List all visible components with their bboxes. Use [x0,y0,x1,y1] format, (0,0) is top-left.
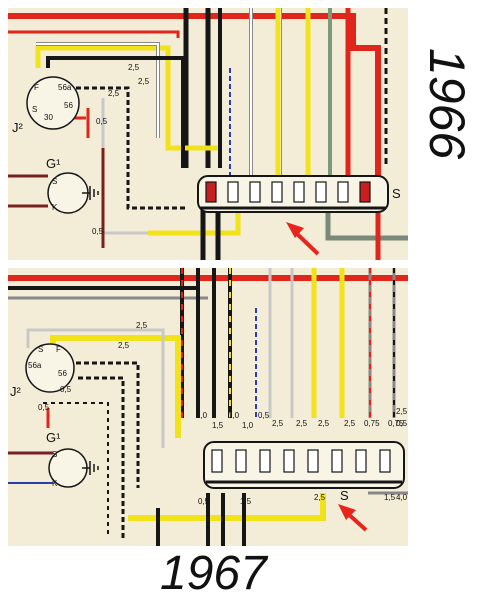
switch-terminal-label: F [34,83,39,92]
wiring-diagram-1967-svg: J² S F 56a 56 G¹ S K 2,5 2,5 0,5 0,5 1,0… [8,268,408,546]
wire-label: 0,5 [396,419,408,428]
fuse-box-1967 [203,441,405,489]
wire-label: 2,5 [272,419,284,428]
generator-terminal-label: K [52,203,58,212]
wire-label: 1,5 [384,493,396,502]
wire-label: 0,5 [92,227,104,236]
wire-label: 2,5 [118,341,130,350]
ignition-switch-1966 [26,76,80,130]
fuse-box-1966 [197,175,389,213]
wire-label: 2,5 [108,89,120,98]
pointer-arrow-1967 [338,504,368,532]
wiring-diagram-1966-svg: J² F 56a 56 S 30 G¹ S K 2,5 2,5 2,5 0,5 … [8,8,408,260]
switch-terminal-label: 56a [28,361,42,370]
wire-label: 0,5 [96,117,108,126]
year-label-1966: 1966 [419,48,475,160]
switch-terminal-label: F [56,345,61,354]
wire-label: 2,5 [138,77,150,86]
generator-terminal-label: K [52,479,58,488]
wire-label: 0,5 [38,403,50,412]
wire-label: 2,5 [396,407,408,416]
wire-label: 2,5 [128,63,140,72]
generator-label-1966: G¹ [46,156,61,171]
wire-label: 2,5 [314,493,326,502]
wire-label: 1,0 [228,411,240,420]
wire-label: 2,5 [318,419,330,428]
switch-terminal-label: S [32,105,37,114]
wire-label: 4,0 [396,493,408,502]
generator-terminal-label: S [52,450,57,459]
wire-label: 1,5 [212,421,224,430]
switch-terminal-label: S [38,345,43,354]
fuse-box-label-1966: S [392,186,401,201]
pointer-arrow-1966 [286,222,320,256]
wire-label: 1,5 [240,497,252,506]
wire-label: 0,75 [388,419,404,428]
wiring-diagram-1967: J² S F 56a 56 G¹ S K 2,5 2,5 0,5 0,5 1,0… [8,268,408,546]
wire-label: 0,75 [364,419,380,428]
switch-terminal-label: 56 [58,369,67,378]
switch-terminal-label: 56 [64,101,73,110]
ignition-switch-1967 [25,343,75,393]
ignition-switch-label-1966: J² [12,120,24,135]
generator-terminal-label: S [52,177,57,186]
wire-label: 1,0 [242,421,254,430]
wire-label: 0,5 [258,411,270,420]
wire-label: 2,5 [344,419,356,428]
fuse-box-label-1967: S [340,488,349,503]
wire-label: 0,5 [60,385,72,394]
wire-label: 2,5 [296,419,308,428]
wire-label: 2,5 [136,321,148,330]
year-label-1967: 1967 [160,547,267,600]
wiring-diagram-1966: J² F 56a 56 S 30 G¹ S K 2,5 2,5 2,5 0,5 … [8,8,408,260]
wire-label: 0,5 [198,497,210,506]
switch-terminal-label: 56a [58,83,72,92]
generator-label-1967: G¹ [46,430,61,445]
ignition-switch-label-1967: J² [10,384,22,399]
wire-label: 1,0 [196,411,208,420]
switch-terminal-label: 30 [44,113,53,122]
